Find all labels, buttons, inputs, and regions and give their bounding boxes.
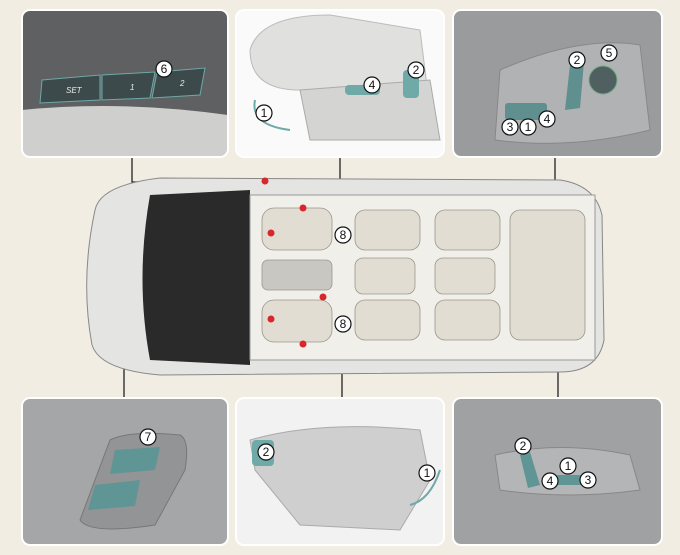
car-callout-passenger-seat: 8 — [334, 315, 352, 333]
car-callout-front-seat: 8 — [334, 226, 352, 244]
car-top-view: 8 8 — [86, 177, 605, 376]
svg-text:1: 1 — [565, 459, 572, 473]
callout-number: 2 — [257, 443, 275, 461]
callout-number: 3 — [579, 471, 597, 489]
windshield — [142, 190, 250, 365]
callout-number: 2 — [407, 61, 425, 79]
callout-number: 2 — [514, 437, 532, 455]
panel-driver-memory: SET 1 2 6 — [21, 9, 229, 158]
memory-2-label: 2 — [179, 79, 185, 88]
callout-number: 1 — [255, 104, 273, 122]
svg-text:8: 8 — [340, 317, 347, 331]
callout-number: 1 — [519, 118, 537, 136]
svg-text:4: 4 — [369, 78, 376, 92]
svg-text:4: 4 — [547, 474, 554, 488]
slide-bar — [409, 469, 441, 506]
svg-text:2: 2 — [263, 445, 270, 459]
panel-driver-switch: 2 5 3 1 4 — [452, 9, 663, 158]
svg-text:2: 2 — [520, 439, 527, 453]
callout-number: 7 — [139, 428, 157, 446]
panel-passenger-door-switch: 7 — [21, 397, 229, 546]
panel-driver-seat-side: 1 4 2 — [235, 9, 445, 158]
memory-1-button — [101, 71, 156, 101]
recline-switch — [520, 452, 540, 488]
callout-number: 5 — [600, 44, 618, 62]
lower-seat-button — [88, 480, 140, 510]
upper-seat-button — [110, 447, 160, 474]
callout-number: 1 — [559, 457, 577, 475]
svg-text:8: 8 — [340, 228, 347, 242]
seats — [261, 207, 586, 343]
set-button — [39, 74, 101, 104]
svg-text:5: 5 — [606, 46, 613, 60]
svg-text:1: 1 — [261, 106, 268, 120]
callout-number: 1 — [418, 464, 436, 482]
location-markers — [261, 177, 327, 348]
svg-text:7: 7 — [145, 430, 152, 444]
seat-switch — [505, 103, 547, 120]
callout-number: 3 — [501, 118, 519, 136]
callout-number: 6 — [155, 60, 173, 78]
svg-text:1: 1 — [424, 466, 431, 480]
svg-text:2: 2 — [574, 53, 581, 67]
panel-passenger-switch: 2 1 4 3 — [452, 397, 663, 546]
memory-1-label: 1 — [130, 83, 134, 92]
callout-number: 4 — [363, 76, 381, 94]
svg-text:1: 1 — [525, 120, 532, 134]
svg-text:2: 2 — [413, 63, 420, 77]
panel-passenger-seat-side: 2 1 — [235, 397, 445, 546]
callout-number: 4 — [541, 472, 559, 490]
svg-text:4: 4 — [544, 112, 551, 126]
svg-text:6: 6 — [161, 62, 168, 76]
callout-number: 4 — [538, 110, 556, 128]
set-label: SET — [66, 86, 83, 95]
lumbar-knob — [588, 65, 618, 95]
recline-switch — [565, 62, 584, 110]
callout-number: 2 — [568, 51, 586, 69]
svg-text:3: 3 — [507, 120, 514, 134]
svg-text:3: 3 — [585, 473, 592, 487]
